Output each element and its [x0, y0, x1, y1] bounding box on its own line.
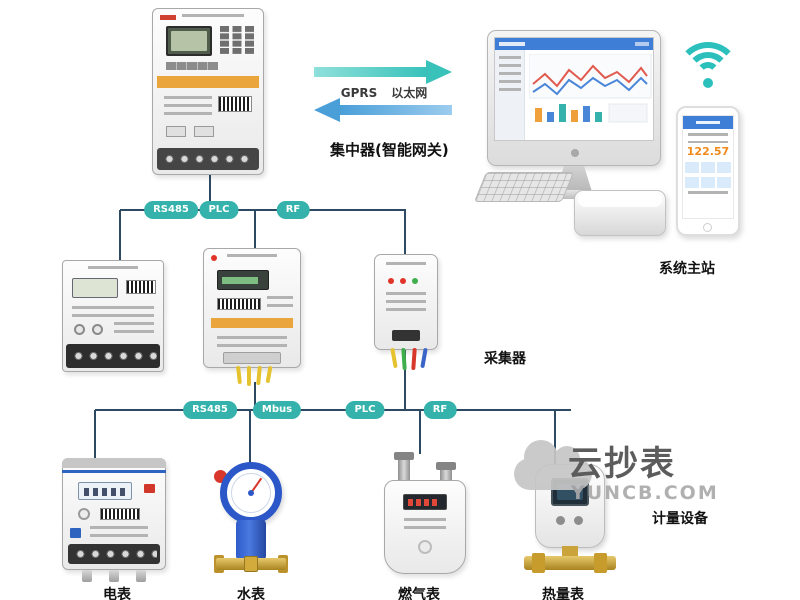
bus1-pill-rf: RF: [276, 201, 310, 219]
concentrator-keypad: [220, 26, 254, 54]
water-meter: [214, 462, 288, 574]
concentrator-drop-line: [209, 175, 211, 211]
bus1-pill-plc: PLC: [199, 201, 239, 219]
wifi-icon: [672, 30, 744, 92]
ir-port: [78, 508, 90, 520]
collector-drop-line: [404, 348, 406, 410]
bus1-drop-right: [404, 210, 406, 256]
electric-meter-screen: [78, 482, 132, 500]
phone-app-header: [683, 116, 733, 129]
cloud-icon: [514, 440, 592, 490]
watermark-brand: 云抄表: [568, 444, 676, 484]
collector-meter-2: [203, 248, 301, 386]
uplink-labels: GPRS 以太网: [314, 84, 454, 101]
desktop-computer: [487, 30, 661, 200]
monitor: [487, 30, 661, 166]
collector-unit: [374, 254, 438, 372]
watermark: 云抄表 YUNCB.COM: [514, 424, 749, 516]
bus2-pill-rs485: RS485: [183, 401, 237, 419]
smartphone: 122.57: [676, 106, 740, 236]
water-meter-dial: [220, 462, 282, 524]
system-station-label: 系统主站: [659, 261, 715, 277]
gas-meter-display: [403, 494, 447, 510]
metering-devices-label: 计量设备: [652, 511, 708, 527]
meter-label-heat: 热量表: [542, 587, 584, 600]
downlink-arrow-left: [314, 98, 454, 122]
concentrator-buttons: [166, 62, 218, 70]
keyboard: [473, 172, 575, 202]
bus1-pill-rs485: RS485: [144, 201, 198, 219]
meter-label-electric: 电表: [103, 587, 131, 600]
bus2-pill-rf: RF: [423, 401, 457, 419]
dashboard-chart: [529, 54, 652, 123]
meter-label-water: 水表: [237, 587, 265, 600]
monitor-screen: [494, 37, 654, 141]
bus2-drop-electric: [94, 410, 96, 460]
storage-box: [574, 190, 666, 236]
bus2-drop-gas: [419, 410, 421, 454]
concentrator-screen: [166, 26, 212, 56]
bus2-pill-mbus: Mbus: [252, 401, 302, 419]
concentrator-label: 集中器(智能网关): [330, 141, 449, 159]
watermark-site: YUNCB.COM: [571, 482, 719, 504]
bus2-pill-plc: PLC: [345, 401, 385, 419]
concentrator-logo: [160, 15, 176, 20]
gas-meter: [384, 452, 466, 576]
heat-meter-pipe: [524, 556, 616, 570]
collector-meter-1: [62, 260, 164, 372]
ethernet-label: 以太网: [391, 86, 428, 100]
dashboard-header: [495, 38, 653, 50]
phone-home-button: [703, 223, 712, 232]
meter2-screen: [217, 270, 269, 290]
bus2-drop-water: [249, 410, 251, 464]
gprs-label: GPRS: [340, 86, 378, 100]
concentrator-device: [152, 8, 264, 175]
collector-label: 采集器: [484, 351, 526, 367]
bus2-horizontal-line: [95, 409, 571, 411]
bus2-drop-heat: [554, 410, 556, 466]
bus1-horizontal-line: [120, 209, 406, 211]
phone-reading: 122.57: [686, 145, 730, 158]
meter1-screen: [72, 278, 118, 298]
bus1-drop-left: [119, 210, 121, 262]
apple-logo: [571, 149, 579, 157]
bus1-drop-mid: [254, 210, 256, 250]
water-meter-body: [236, 520, 266, 560]
status-led: [211, 255, 217, 261]
uplink-arrow-right: [314, 60, 454, 84]
collector-connector: [392, 330, 420, 341]
phone-screen: 122.57: [682, 115, 734, 219]
meter2-drop-line: [254, 382, 256, 410]
electric-meter: [62, 458, 166, 584]
meter-label-gas: 燃气表: [398, 587, 440, 600]
phone-tile-grid: [685, 162, 731, 188]
